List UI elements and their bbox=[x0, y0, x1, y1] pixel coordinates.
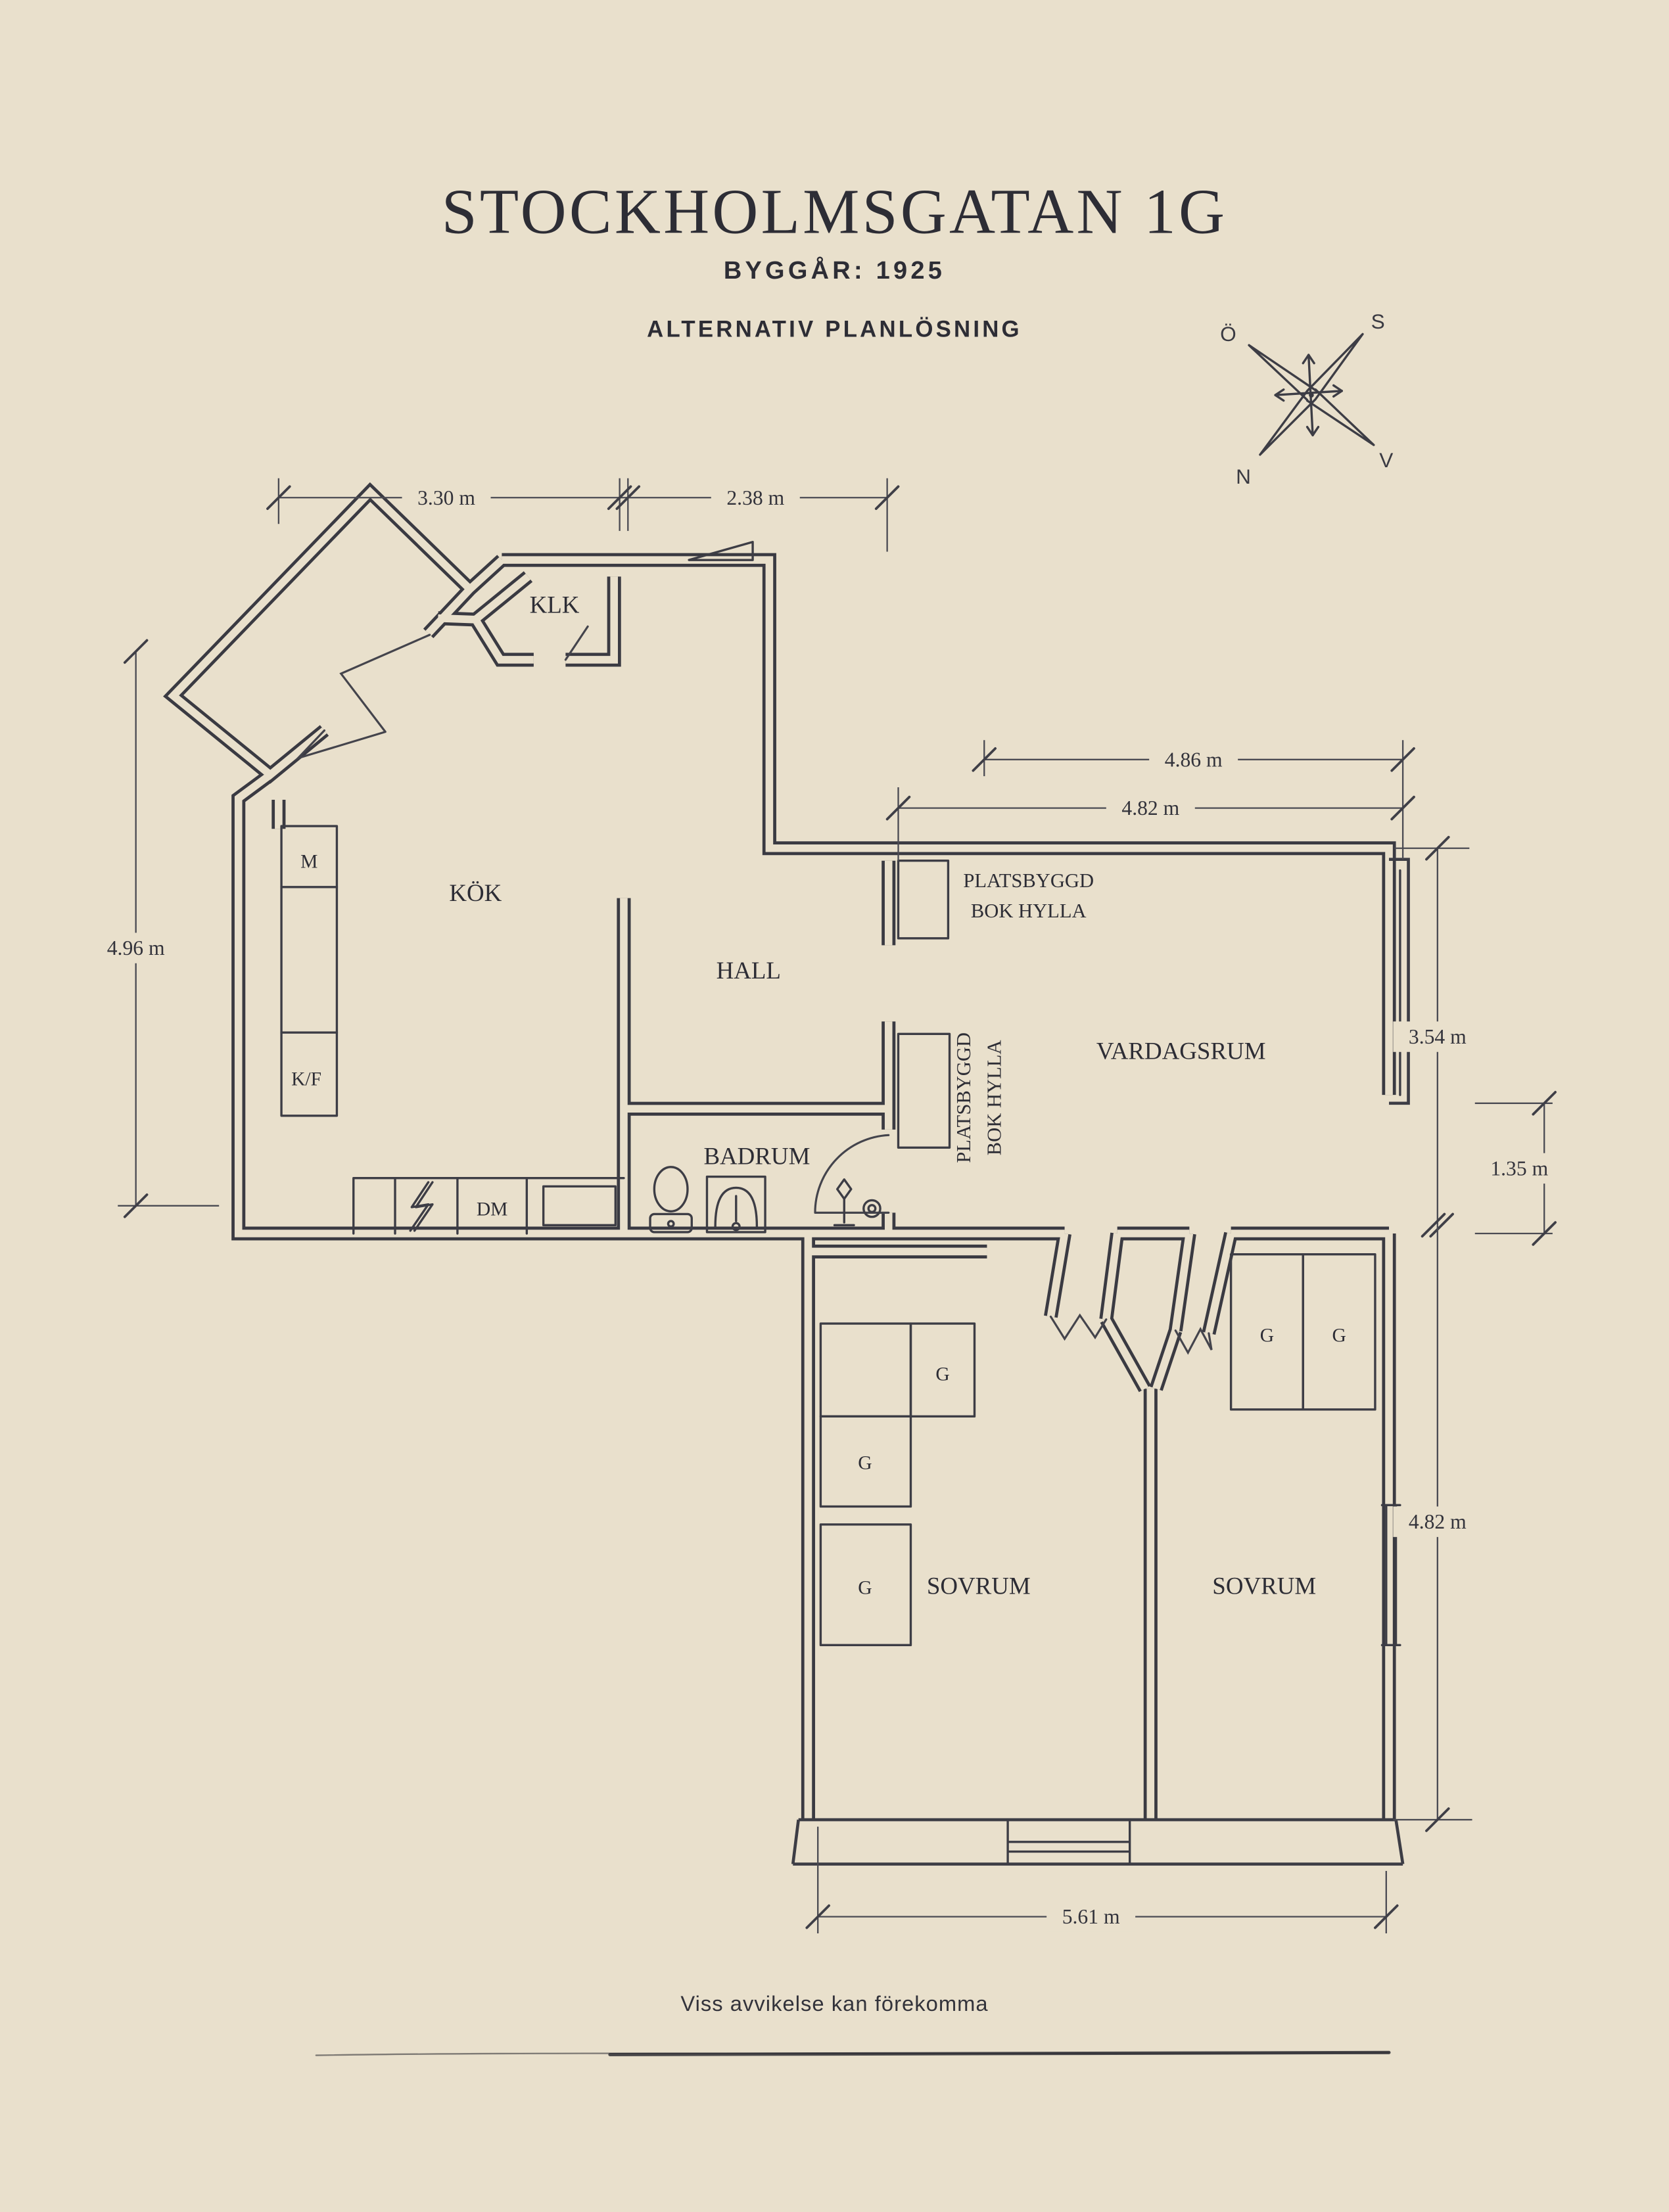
fridge-freezer-label: K/F bbox=[291, 1069, 321, 1090]
header: STOCKHOLMSGATAN 1G BYGGÅR: 1925 ALTERNAT… bbox=[442, 176, 1227, 342]
kitchen-fixtures: M K/F DM bbox=[280, 825, 625, 1235]
compass-label-east: Ö bbox=[1220, 322, 1236, 346]
room-label-sovrum-right: SOVRUM bbox=[1212, 1572, 1316, 1599]
cabinet-dividers bbox=[280, 886, 339, 1034]
microwave-label: M bbox=[300, 851, 317, 872]
room-label-klk: KLK bbox=[530, 591, 580, 618]
room-label-vardagsrum: VARDAGSRUM bbox=[1096, 1037, 1266, 1064]
klk-door-leaf bbox=[564, 625, 589, 661]
compass-center bbox=[1309, 392, 1314, 398]
left-bedroom-double-door bbox=[1049, 1313, 1108, 1341]
closet-label: G bbox=[1260, 1325, 1274, 1346]
dim-living-right: 3.54 m bbox=[1409, 1025, 1467, 1048]
closet-label: G bbox=[858, 1577, 872, 1598]
closet-label: G bbox=[858, 1453, 872, 1474]
bath-sink-basin bbox=[714, 1186, 759, 1228]
wardrobe-box bbox=[819, 1322, 912, 1418]
bottom-window bbox=[1006, 1818, 1131, 1866]
plan-subtitle: ALTERNATIV PLANLÖSNING bbox=[647, 317, 1022, 342]
dim-bedroom-right: 4.82 m bbox=[1409, 1510, 1467, 1533]
bookshelf-side-label-1: PLATSBYGGD bbox=[952, 1032, 975, 1163]
toilet-flush bbox=[667, 1220, 675, 1228]
dim-living-top-outer: 4.86 m bbox=[1165, 748, 1223, 771]
wardrobe-box bbox=[819, 1415, 912, 1508]
dim-bay: 1.35 m bbox=[1490, 1157, 1548, 1180]
room-label-badrum: BADRUM bbox=[703, 1143, 810, 1170]
compass-label-north: N bbox=[1236, 465, 1251, 488]
bay-wall bbox=[1389, 858, 1410, 1105]
page-title: STOCKHOLMSGATAN 1G bbox=[442, 176, 1227, 246]
bath-sink-drain bbox=[731, 1222, 741, 1232]
floor-drain-center bbox=[867, 1204, 877, 1214]
doors bbox=[294, 625, 1213, 1355]
apartment-walls bbox=[174, 492, 1410, 1866]
room-label-hall: HALL bbox=[717, 957, 781, 984]
footer: Viss avvikelse kan förekomma bbox=[315, 1991, 1391, 2057]
kitchen-sink-icon bbox=[542, 1185, 617, 1227]
wall-flag-detail bbox=[688, 541, 754, 561]
dishwasher-label: DM bbox=[477, 1199, 508, 1220]
wardrobe-box bbox=[819, 1523, 912, 1647]
right-bedroom-double-door bbox=[1174, 1327, 1213, 1355]
room-label-sovrum-left: SOVRUM bbox=[927, 1572, 1031, 1599]
entry-double-door-swing bbox=[294, 634, 431, 760]
shower-mixer-icon bbox=[833, 1178, 855, 1227]
bathroom-fixtures bbox=[649, 1166, 882, 1233]
bath-sink-icon bbox=[705, 1175, 766, 1233]
dimension-lines: 3.30 m 2.38 m 4.96 m 4.86 m 4.82 m 3.54 … bbox=[91, 478, 1565, 1933]
bookshelf-side bbox=[897, 1032, 951, 1149]
bookshelf-top bbox=[897, 860, 950, 940]
bookshelf-top-label-1: PLATSBYGGD bbox=[963, 869, 1094, 892]
compass-label-south: S bbox=[1371, 310, 1385, 333]
tall-cabinet-column bbox=[280, 825, 339, 1117]
toilet-icon bbox=[653, 1166, 689, 1212]
closet-label: G bbox=[1332, 1325, 1346, 1346]
build-year-label: BYGGÅR: 1925 bbox=[724, 256, 945, 285]
room-label-kok: KÖK bbox=[449, 879, 502, 906]
compass-points bbox=[1248, 333, 1375, 456]
dim-living-top-inner: 4.82 m bbox=[1121, 796, 1179, 819]
kitchen-counter bbox=[352, 1176, 625, 1235]
dim-top-right: 2.38 m bbox=[726, 486, 784, 509]
right-window bbox=[1380, 1504, 1401, 1647]
toilet-tank bbox=[649, 1212, 693, 1233]
bookshelf-side-label-2: BOK HYLLA bbox=[983, 1040, 1006, 1155]
compass-arrowheads bbox=[1274, 354, 1344, 437]
bathroom-door-swing bbox=[814, 1134, 890, 1214]
wardrobes: G G G G G bbox=[819, 1253, 1376, 1647]
dim-top-left: 3.30 m bbox=[417, 486, 475, 509]
wardrobe-box bbox=[909, 1322, 976, 1418]
built-in-bookshelves: PLATSBYGGD BOK HYLLA PLATSBYGGD BOK HYLL… bbox=[897, 860, 1094, 1163]
decorative-line-heavy bbox=[608, 2050, 1391, 2057]
stove-icon bbox=[409, 1181, 434, 1232]
closet-label: G bbox=[935, 1364, 949, 1385]
bookshelf-top-label-2: BOK HYLLA bbox=[971, 900, 1087, 922]
disclaimer-text: Viss avvikelse kan förekomma bbox=[680, 1991, 988, 2016]
wardrobe-box bbox=[1302, 1253, 1376, 1411]
dim-left: 4.96 m bbox=[107, 936, 165, 959]
dim-bottom: 5.61 m bbox=[1062, 1905, 1120, 1928]
compass-rose-icon: Ö S N V bbox=[1220, 310, 1393, 488]
room-labels: KLK KÖK HALL BADRUM VARDAGSRUM SOVRUM SO… bbox=[449, 591, 1316, 1599]
bottom-exterior-wall bbox=[791, 1818, 1405, 1866]
compass-label-west: V bbox=[1379, 448, 1393, 472]
floor-drain-icon bbox=[862, 1199, 882, 1218]
